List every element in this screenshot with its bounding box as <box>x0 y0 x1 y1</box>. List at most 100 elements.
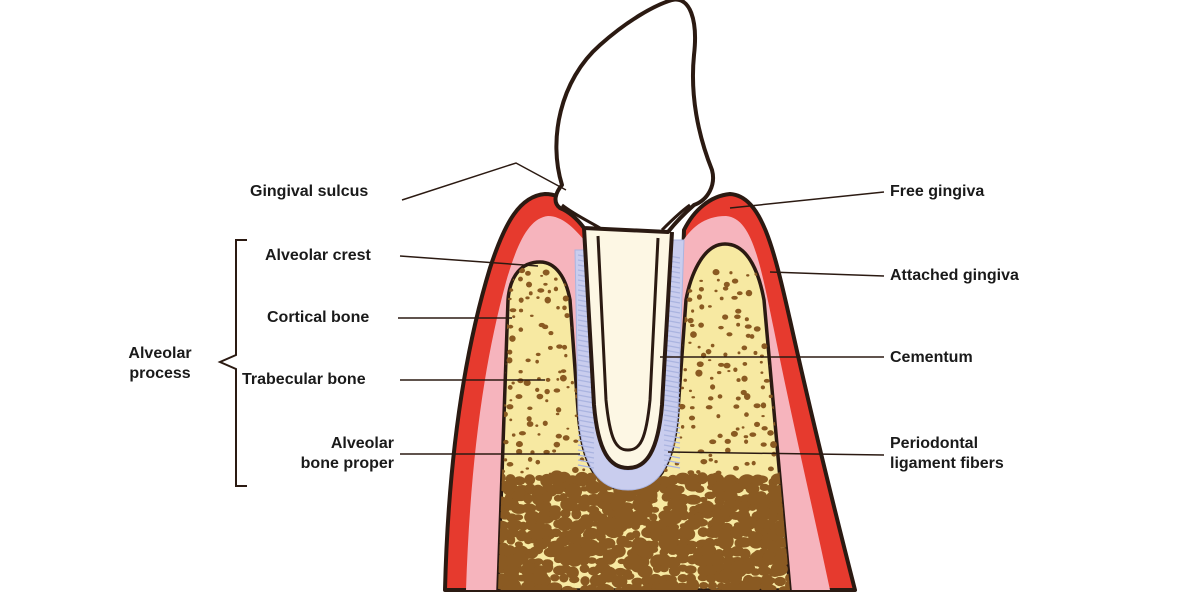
trabecule <box>709 552 725 567</box>
ligament-fiber <box>577 419 595 424</box>
trabecule <box>683 368 687 372</box>
ligament-fiber <box>663 454 681 459</box>
trabecule <box>741 375 748 382</box>
trabecule <box>542 269 550 276</box>
trabecule <box>677 574 689 583</box>
trabecule <box>506 527 519 538</box>
trabecule <box>686 297 693 302</box>
trabecule <box>622 540 634 548</box>
trabecule <box>753 350 758 356</box>
trabecule <box>506 519 523 531</box>
trabecule <box>537 433 541 436</box>
trabecule <box>562 305 567 311</box>
trabecule <box>602 551 617 565</box>
trabecule <box>762 551 778 565</box>
trabecule <box>718 362 725 367</box>
trabecule <box>540 274 544 277</box>
label-periodontal-ligament: Periodontal ligament fibers <box>890 434 1004 474</box>
trabecule <box>760 442 767 447</box>
trabecule <box>696 470 701 474</box>
ligament-fiber <box>663 424 681 429</box>
trabecule <box>718 325 724 330</box>
trabecule <box>568 587 578 590</box>
trabecule <box>759 483 770 492</box>
trabecule <box>695 369 703 377</box>
leader-periodontal-ligament <box>667 451 885 456</box>
trabecule <box>774 576 786 587</box>
trabecule <box>709 524 723 538</box>
trabecule <box>562 295 569 302</box>
trabecule <box>574 414 579 418</box>
trabecule <box>733 367 738 373</box>
ligament-fiber <box>663 384 681 389</box>
trabecule <box>509 418 513 422</box>
trabecule <box>648 546 659 553</box>
trabecule <box>744 439 749 444</box>
label-cementum: Cementum <box>890 349 973 366</box>
trabecule <box>719 296 724 301</box>
trabecule <box>524 483 536 495</box>
label-free-gingiva: Free gingiva <box>890 183 985 200</box>
trabecule <box>550 528 562 538</box>
trabecule <box>541 535 551 545</box>
trabecule <box>717 433 723 439</box>
trabecule <box>507 385 513 390</box>
sulcus-left <box>561 203 601 230</box>
trabecule <box>657 591 668 600</box>
trabecule <box>562 435 570 441</box>
trabecule <box>781 273 787 277</box>
trabecule <box>770 562 788 577</box>
trabecule <box>749 334 755 339</box>
trabecule <box>678 403 686 410</box>
trabecule <box>748 504 757 511</box>
trabecule <box>524 474 536 485</box>
trabecule <box>689 406 695 410</box>
trabecule <box>696 361 704 368</box>
trabecule <box>641 510 652 518</box>
trabecule <box>511 433 516 437</box>
trabecule <box>506 535 516 545</box>
trabecule <box>518 308 524 313</box>
trabecule <box>554 594 564 600</box>
trabecule <box>509 335 516 342</box>
trabecule <box>696 294 702 300</box>
trabecule <box>675 554 690 564</box>
trabecule <box>536 393 544 400</box>
trabecule <box>577 499 590 512</box>
trabecule <box>537 288 545 293</box>
trabecule <box>731 295 738 300</box>
trabecule <box>548 331 554 336</box>
trabecule <box>506 594 517 600</box>
ligament-fiber <box>663 464 681 469</box>
trabecule <box>714 460 718 464</box>
trabecule <box>741 426 745 429</box>
trabecule <box>552 449 557 453</box>
trabecule <box>716 278 720 282</box>
trabecule <box>744 324 752 329</box>
trabecule <box>767 511 779 523</box>
label-alveolar-bone-proper-line1: Alveolar <box>330 435 394 452</box>
trabecule <box>533 558 544 565</box>
tooth-crown <box>553 0 715 234</box>
trabecule <box>652 564 662 573</box>
trabecule <box>518 369 523 374</box>
trabecule <box>668 565 681 577</box>
trabecule <box>566 427 570 430</box>
trabecule <box>579 564 590 573</box>
trabecule <box>588 509 603 523</box>
trabecule <box>763 378 770 383</box>
trabecule <box>767 592 778 599</box>
trabecule <box>513 514 524 521</box>
trabecule <box>688 389 693 393</box>
ligament-fiber <box>577 404 595 409</box>
ligament-fiber <box>663 434 681 439</box>
trabecule <box>564 353 568 358</box>
trabecule <box>698 287 704 292</box>
leader-alveolar-crest <box>399 255 539 267</box>
trabecule <box>727 591 742 600</box>
trabecule <box>708 458 713 462</box>
trabecule <box>723 281 730 288</box>
trabecule <box>685 578 700 590</box>
trabecule <box>515 394 523 399</box>
trabecule <box>554 277 558 281</box>
